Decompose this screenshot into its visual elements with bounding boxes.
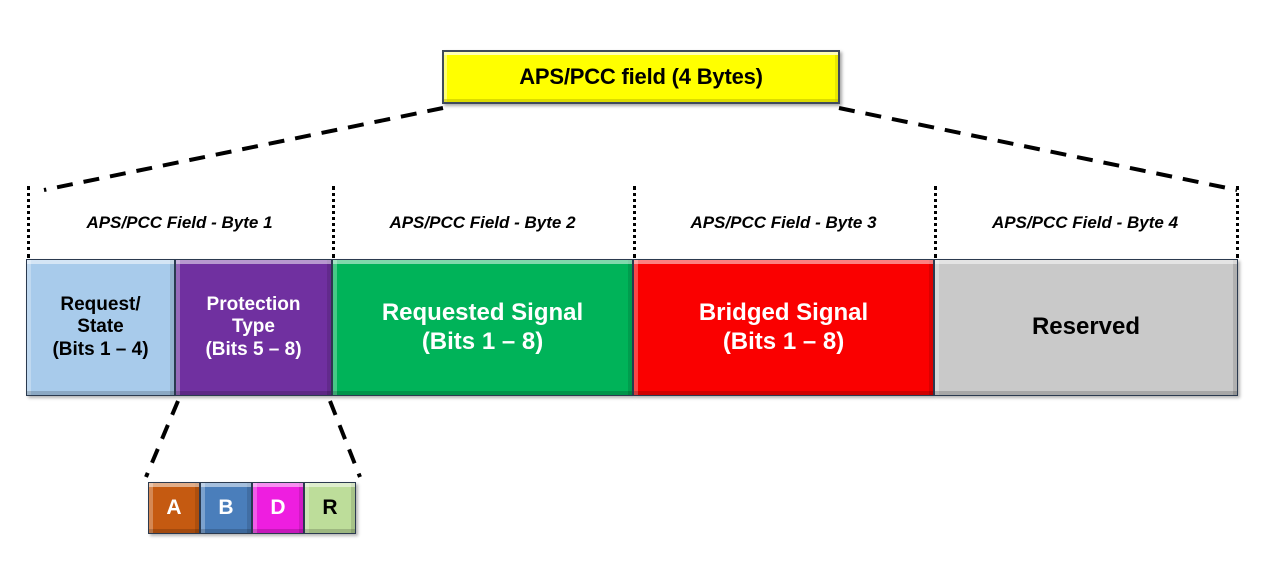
field-protection-type: Protection Type (Bits 5 – 8) (175, 259, 332, 396)
connector-left-bits (144, 400, 180, 478)
field-protection-type-line2: Type (232, 316, 275, 338)
protection-bit-r-label: R (322, 496, 338, 519)
byte-label-4: APS/PCC Field - Byte 4 (934, 208, 1236, 238)
protection-bit-b: B (200, 482, 252, 534)
field-bridged-signal-line1: Bridged Signal (698, 299, 869, 327)
protection-bit-r: R (304, 482, 356, 534)
tick-byte3-byte4 (934, 186, 937, 258)
field-reserved-line1: Reserved (1031, 313, 1141, 341)
field-request-state-line1: Request/ (60, 294, 141, 316)
protection-bit-d-label: D (270, 496, 286, 519)
field-protection-type-line1: Protection (206, 294, 301, 316)
tick-byte2-byte3 (633, 186, 636, 258)
connector-right-top (838, 106, 1238, 192)
byte-label-2-text: APS/PCC Field - Byte 2 (389, 213, 576, 232)
field-bridged-signal: Bridged Signal (Bits 1 – 8) (633, 259, 934, 396)
field-protection-type-line3: (Bits 5 – 8) (205, 338, 302, 360)
protection-bit-b-label: B (218, 496, 234, 519)
protection-bit-a-label: A (166, 496, 182, 519)
tick-byte1-left (27, 186, 30, 258)
field-reserved: Reserved (934, 259, 1238, 396)
connector-left-top (43, 106, 444, 192)
tick-byte4-right (1236, 186, 1239, 258)
byte-label-1-text: APS/PCC Field - Byte 1 (86, 213, 273, 232)
byte-label-4-text: APS/PCC Field - Byte 4 (991, 213, 1179, 232)
field-request-state: Request/ State (Bits 1 – 4) (26, 259, 175, 396)
field-request-state-line3: (Bits 1 – 4) (52, 338, 149, 360)
field-request-state-line2: State (77, 316, 124, 338)
field-requested-signal: Requested Signal (Bits 1 – 8) (332, 259, 633, 396)
byte-label-1: APS/PCC Field - Byte 1 (27, 208, 332, 238)
connector-right-bits (328, 400, 362, 478)
aps-pcc-field-label: APS/PCC field (4 Bytes) (519, 64, 763, 89)
aps-pcc-field-box: APS/PCC field (4 Bytes) (442, 50, 840, 104)
field-requested-signal-line2: (Bits 1 – 8) (421, 327, 544, 355)
byte-label-3-text: APS/PCC Field - Byte 3 (690, 213, 877, 232)
byte-label-3: APS/PCC Field - Byte 3 (633, 208, 934, 238)
protection-bit-a: A (148, 482, 200, 534)
field-bridged-signal-line2: (Bits 1 – 8) (722, 327, 845, 355)
tick-byte1-byte2 (332, 186, 335, 258)
byte-label-2: APS/PCC Field - Byte 2 (332, 208, 633, 238)
protection-bit-d: D (252, 482, 304, 534)
field-requested-signal-line1: Requested Signal (381, 299, 584, 327)
